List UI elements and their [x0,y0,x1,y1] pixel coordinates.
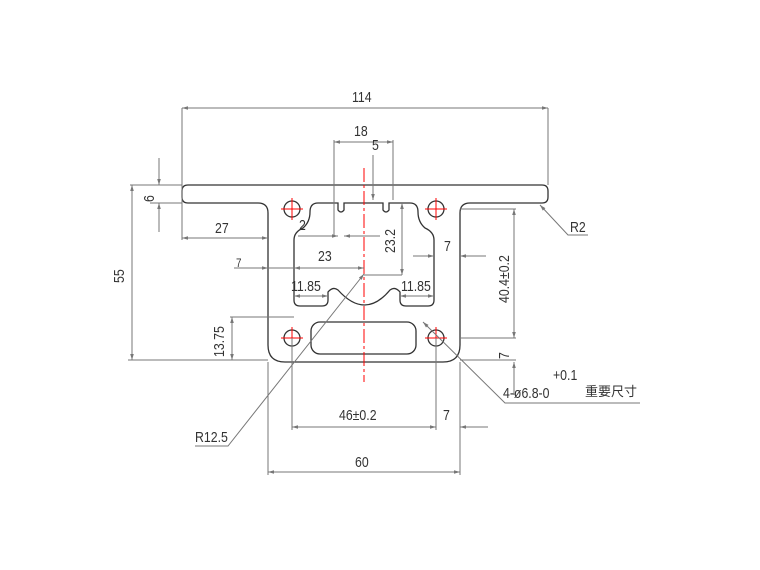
dim-lip-right: 11.85 [401,278,431,295]
dim-lip-left: 11.85 [291,278,321,295]
dim-hole-spacing-v: 40.4±0.2 [496,255,513,303]
dim-corner-radius: R2 [570,219,586,236]
dim-slot-width: 18 [354,123,368,140]
dim-body-width: 60 [355,454,369,471]
dim-overall-height: 55 [111,269,128,283]
dim-hole-tolerance: +0.1 [553,367,578,384]
dim-wall-left: 7 [236,256,242,270]
dim-hole-edge-h: 7 [443,407,450,424]
dim-hole-note: 重要尺寸 [585,385,638,400]
dim-slot-depth: 5 [372,137,379,154]
dim-arc-radius: R12.5 [195,429,228,446]
dim-hole-edge-v: 7 [496,352,513,359]
dim-hole-spec: 4-ø6.8-0 [503,385,550,402]
dim-flange-thickness: 6 [141,195,158,202]
profile-outline [181,184,549,363]
dim-hole-spacing-h: 46±0.2 [339,407,377,424]
dimension-lines [128,106,640,475]
dim-half-inner-width: 23 [318,248,332,265]
dim-flange-overhang: 27 [215,220,229,237]
dim-inner-height: 23.2 [382,229,399,253]
dim-wall-right: 7 [444,238,451,255]
dim-hole-offset-v: 13.75 [211,326,228,357]
dim-inner-wall: 2 [299,217,306,234]
dim-overall-width: 114 [352,89,372,106]
